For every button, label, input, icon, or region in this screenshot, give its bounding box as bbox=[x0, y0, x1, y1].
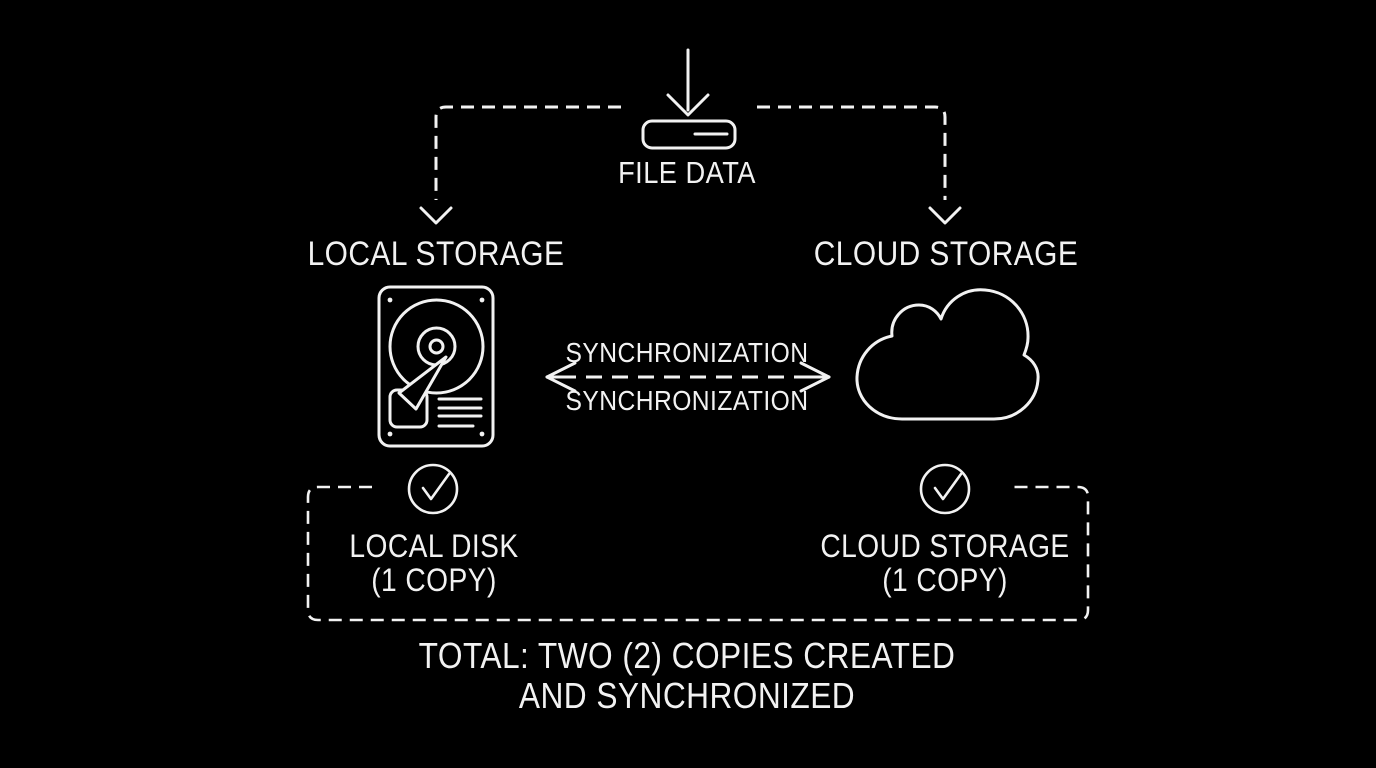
local-disk-result-label: LOCAL DISK bbox=[349, 528, 519, 564]
file-inbox-icon bbox=[641, 119, 737, 150]
branch-left-connector bbox=[419, 105, 621, 225]
hard-drive-icon bbox=[377, 285, 495, 448]
cloud-icon bbox=[855, 288, 1040, 421]
cloud-storage-title: CLOUD STORAGE bbox=[813, 235, 1079, 273]
sync-arrow bbox=[545, 361, 831, 393]
cloud-copies-label: (1 COPY) bbox=[882, 562, 1008, 598]
sync-label-bottom: SYNCHRONIZATION bbox=[565, 385, 809, 416]
local-storage-title: LOCAL STORAGE bbox=[307, 235, 565, 273]
local-disk-copies-label: (1 COPY) bbox=[371, 562, 497, 598]
branch-right-connector bbox=[757, 105, 962, 225]
total-caption-line2: AND SYNCHRONIZED bbox=[518, 675, 856, 716]
summary-box bbox=[306, 485, 1090, 622]
sync-label-top: SYNCHRONIZATION bbox=[565, 337, 809, 368]
check-circle-left-icon bbox=[407, 463, 459, 515]
check-circle-right-icon bbox=[919, 463, 971, 515]
file-data-label: FILE DATA bbox=[618, 155, 756, 190]
download-arrow-icon bbox=[666, 48, 710, 117]
cloud-result-label: CLOUD STORAGE bbox=[820, 528, 1070, 564]
total-caption-line1: TOTAL: TWO (2) COPIES CREATED bbox=[418, 635, 956, 676]
